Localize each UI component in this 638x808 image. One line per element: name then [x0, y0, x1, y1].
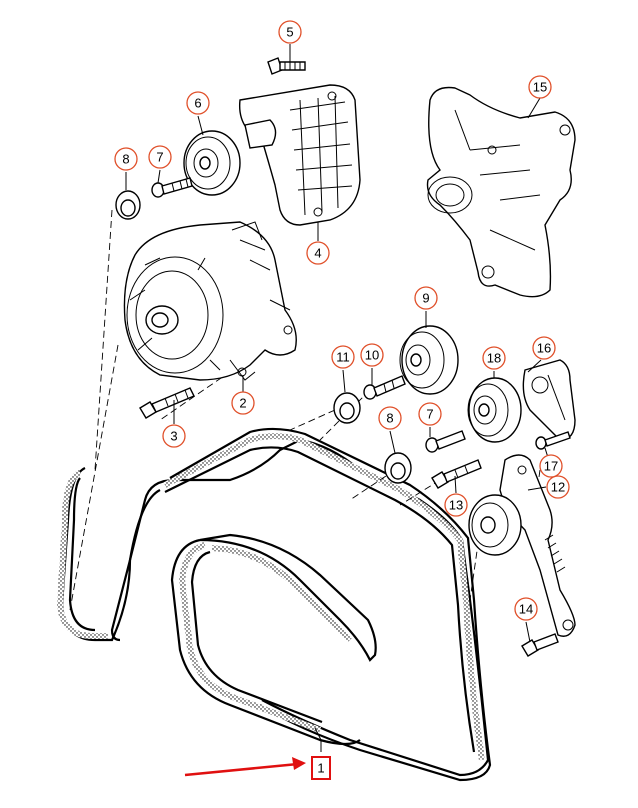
- callout-4: 4: [306, 241, 330, 265]
- callout-6: 6: [186, 91, 210, 115]
- callout-number: 6: [194, 96, 201, 111]
- callout-number: 3: [170, 429, 177, 444]
- callout-circle: [360, 343, 384, 367]
- callout-17: 17: [539, 454, 563, 478]
- callout-7a: 7: [148, 145, 172, 169]
- callout-circle: [162, 424, 186, 448]
- callout-number: 11: [336, 350, 350, 365]
- callout-number: 13: [449, 498, 463, 513]
- callout-number: 9: [422, 291, 429, 306]
- mounting-bracket-15: [426, 86, 576, 298]
- callout-15: 15: [528, 75, 552, 99]
- callout-13: 13: [444, 493, 468, 517]
- washer-8-lower: [384, 452, 412, 484]
- callout-number: 14: [519, 602, 533, 617]
- callout-circle: [482, 346, 506, 370]
- washer-11: [333, 392, 361, 424]
- callout-circle: [278, 20, 302, 44]
- bolt-7-lower: [425, 430, 466, 453]
- callout-5: 5: [278, 20, 302, 44]
- callout-number: 12: [551, 480, 565, 495]
- highlight-arrow: [184, 757, 306, 777]
- callout-number: 2: [239, 396, 246, 411]
- alternator: [123, 221, 297, 381]
- ribbed-belt-inner: [170, 533, 377, 746]
- washer-8-upper: [115, 190, 141, 220]
- belt-tensioner-12: [468, 454, 576, 637]
- idler-pulley-18: [467, 377, 522, 443]
- ribbed-belt-middle: [110, 427, 492, 782]
- callout-circle: [306, 241, 330, 265]
- callout-1: 1: [311, 756, 331, 780]
- callout-18: 18: [482, 346, 506, 370]
- callout-number: 1: [317, 761, 324, 776]
- bolt-17: [535, 431, 571, 450]
- bolt-10: [363, 375, 406, 400]
- callout-circle: [546, 475, 570, 499]
- ribbed-belt-outer: [56, 438, 490, 777]
- callout-number: 8: [386, 411, 393, 426]
- callout-9: 9: [414, 286, 438, 310]
- bolt-14: [521, 633, 559, 657]
- bracket-16: [522, 359, 576, 441]
- callout-number: 17: [544, 459, 558, 474]
- callout-10: 10: [360, 343, 384, 367]
- callout-circle: [514, 597, 538, 621]
- carrier-bracket: [238, 84, 361, 226]
- callout-8b: 8: [378, 406, 402, 430]
- idler-pulley-6: [183, 130, 241, 196]
- callout-circle: [532, 336, 556, 360]
- callout-circle: [331, 345, 355, 369]
- bolt-3: [139, 387, 195, 419]
- callout-12: 12: [546, 475, 570, 499]
- callout-3: 3: [162, 424, 186, 448]
- callout-number: 18: [487, 351, 501, 366]
- callout-14: 14: [514, 597, 538, 621]
- callout-circle: [418, 402, 442, 426]
- callout-number: 15: [533, 80, 547, 95]
- callout-circle: [231, 391, 255, 415]
- callout-number: 16: [537, 341, 551, 356]
- callout-7b: 7: [418, 402, 442, 426]
- callout-2: 2: [231, 391, 255, 415]
- callout-circle: [414, 286, 438, 310]
- callout-number: 7: [426, 407, 433, 422]
- callout-circle: [148, 145, 172, 169]
- idler-pulley-9: [399, 325, 459, 395]
- callout-circle: [528, 75, 552, 99]
- callout-8a: 8: [114, 147, 138, 171]
- callout-number: 4: [314, 246, 321, 261]
- callout-11: 11: [331, 345, 355, 369]
- callout-circle: [378, 406, 402, 430]
- callout-number: 7: [156, 150, 163, 165]
- bolt-5: [267, 57, 306, 75]
- callout-circle: [114, 147, 138, 171]
- callout-highlight-box: [311, 756, 331, 780]
- callout-circle: [539, 454, 563, 478]
- callout-circle: [444, 493, 468, 517]
- callout-number: 10: [365, 348, 379, 363]
- callout-number: 5: [286, 25, 293, 40]
- callout-number: 8: [122, 152, 129, 167]
- bolt-13: [431, 459, 482, 489]
- callout-circle: [186, 91, 210, 115]
- callout-16: 16: [532, 336, 556, 360]
